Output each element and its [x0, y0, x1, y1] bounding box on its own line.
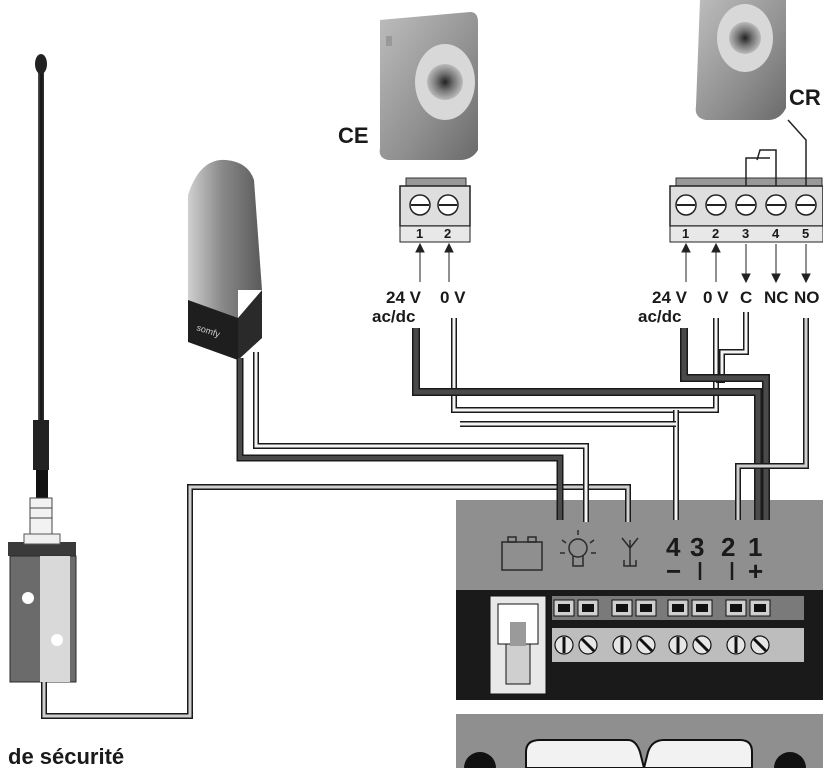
ce-terminal-1: 1 — [416, 226, 423, 241]
cr-c: C — [740, 288, 752, 307]
board-label-1: 1 — [748, 532, 762, 562]
cr-nc: NC — [764, 288, 789, 307]
cr-no: NO — [794, 288, 820, 307]
board-label-3: 3 — [690, 532, 704, 562]
antenna-icon — [621, 537, 639, 567]
ce-voltage-24: 24 V — [386, 288, 422, 307]
cr-acdc: ac/dc — [638, 307, 681, 326]
cr-voltage-0: 0 V — [703, 288, 729, 307]
label-ce: CE — [338, 123, 369, 148]
cr-terminal-5: 5 — [802, 226, 809, 241]
label-cr: CR — [789, 85, 821, 110]
terminal-block-cr — [669, 119, 823, 243]
caption: de sécurité — [8, 744, 124, 768]
board-label-4: 4 — [666, 532, 681, 562]
board-terminals — [552, 596, 804, 662]
antenna — [8, 54, 77, 683]
warning-lamp: somfy — [188, 159, 262, 360]
cr-voltage-24: 24 V — [652, 288, 688, 307]
ce-voltage-0: 0 V — [440, 288, 466, 307]
cr-terminal-3: 3 — [742, 226, 749, 241]
terminal-block-ce — [399, 177, 471, 243]
ce-acdc: ac/dc — [372, 307, 415, 326]
board-minus: − — [666, 556, 681, 586]
lamp-icon — [560, 530, 596, 567]
ce-terminal-2: 2 — [444, 226, 451, 241]
cr-terminal-1: 1 — [682, 226, 689, 241]
control-board — [456, 500, 823, 768]
cr-terminal-4: 4 — [772, 226, 780, 241]
photocell-cr — [695, 0, 786, 120]
board-plus: + — [748, 556, 763, 586]
cr-terminal-2: 2 — [712, 226, 719, 241]
board-label-2: 2 — [721, 532, 735, 562]
wires — [41, 312, 809, 719]
photocell-ce — [379, 12, 478, 160]
battery-icon — [501, 536, 543, 571]
